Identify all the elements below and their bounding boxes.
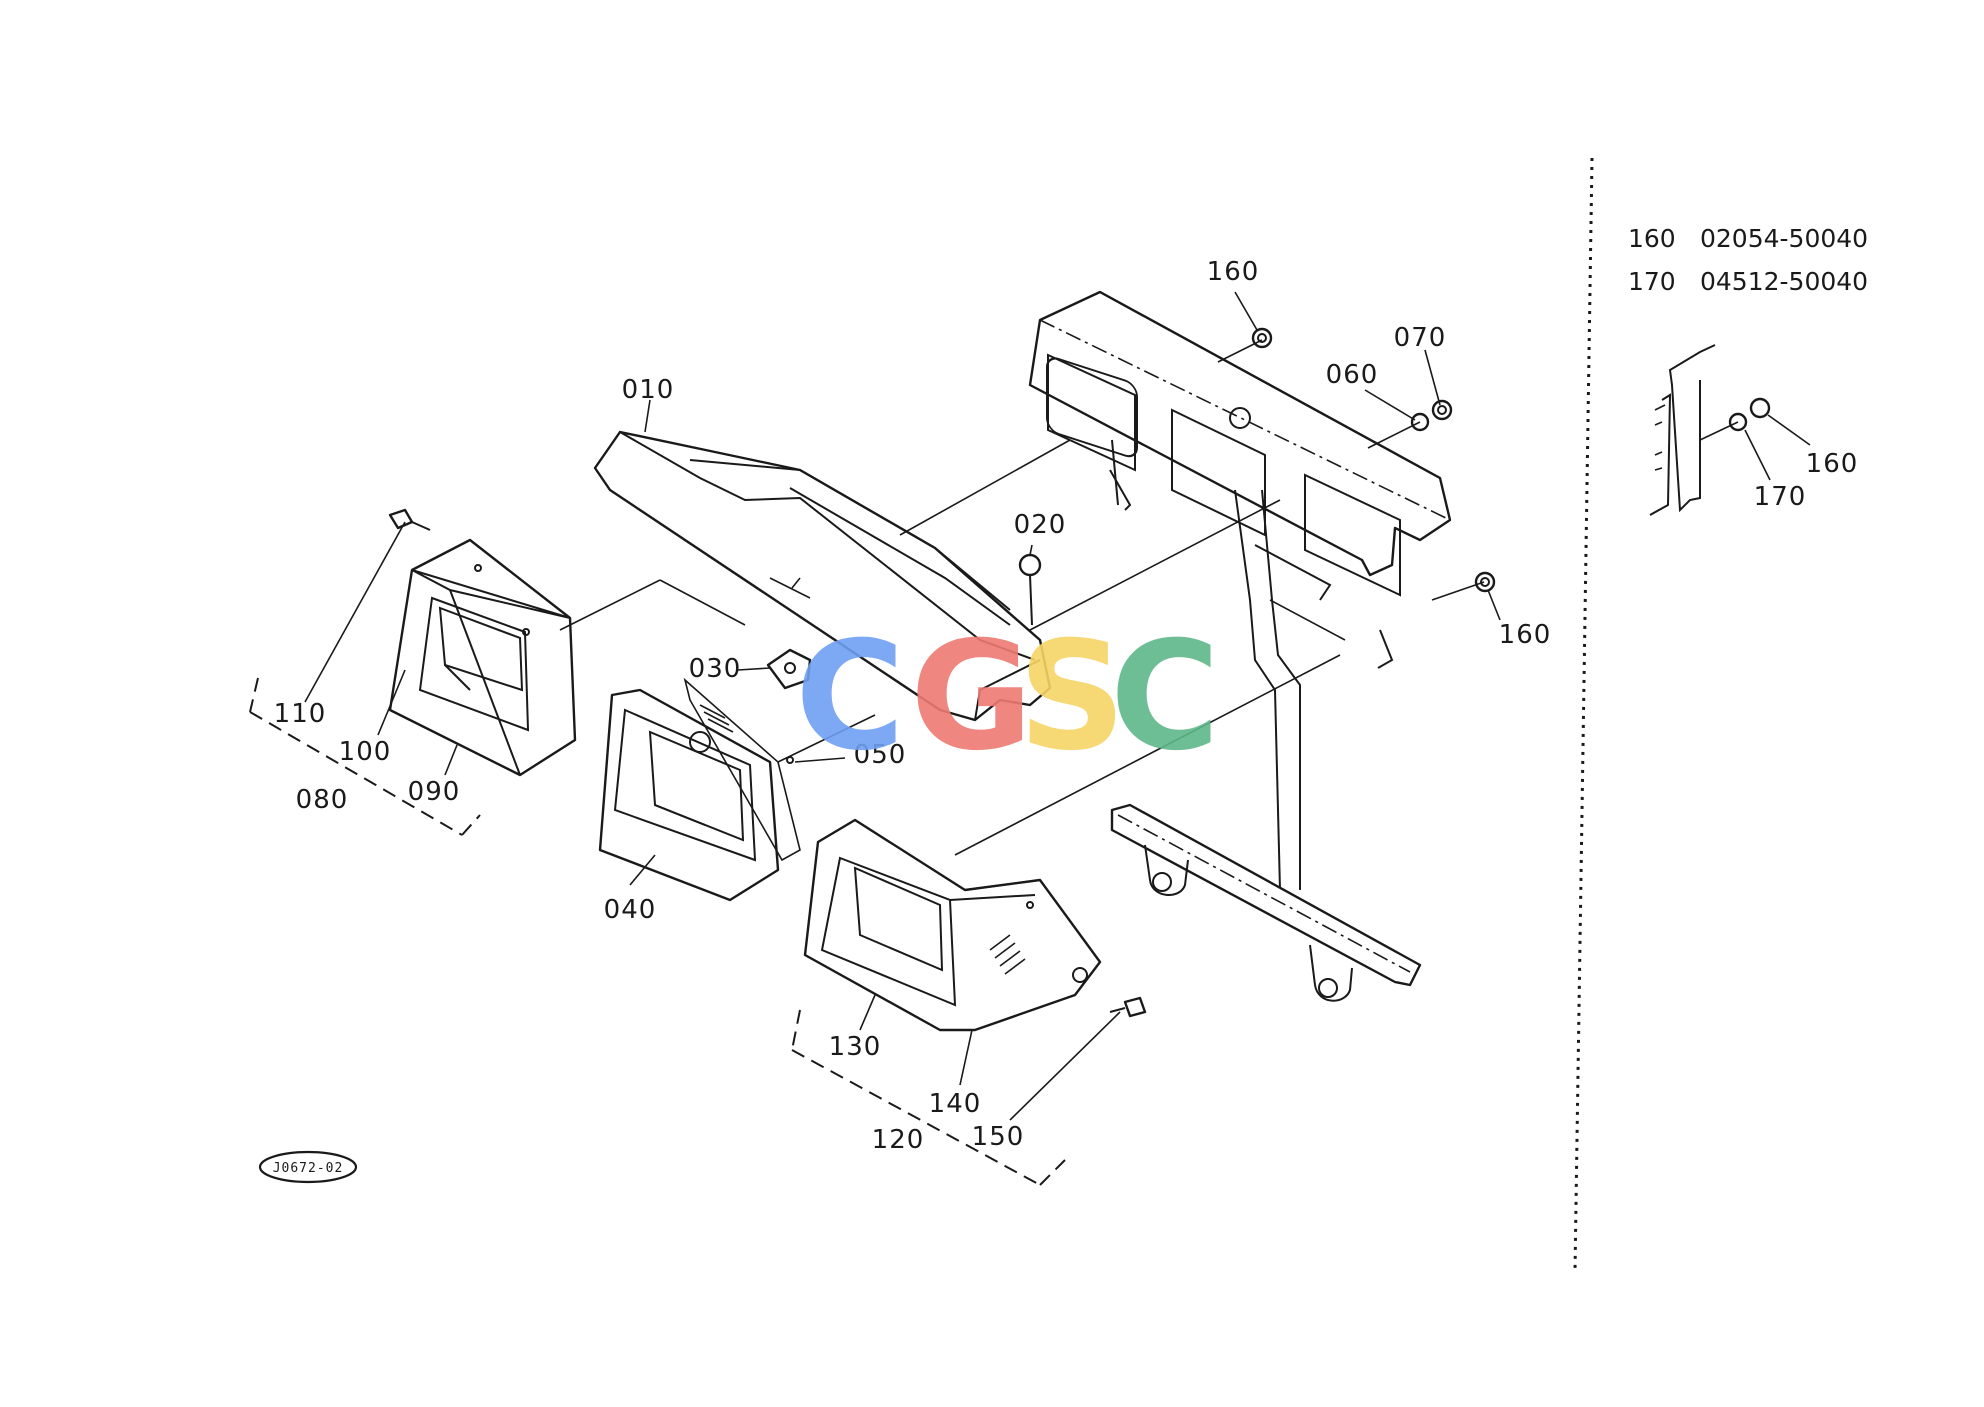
callout-080: 080 xyxy=(296,785,349,815)
callout-070: 070 xyxy=(1394,323,1447,353)
callout-030: 030 xyxy=(689,654,742,684)
callout-010: 010 xyxy=(622,375,675,405)
reference-table: 160 02054-50040 170 04512-50040 xyxy=(1628,224,1868,296)
part-080-left-lamp-housing xyxy=(388,538,577,777)
part-040-center-lamp-housing xyxy=(598,677,801,902)
assembly-lines xyxy=(559,339,1485,856)
leader-lines xyxy=(304,291,1501,1121)
nut-070 xyxy=(1431,399,1453,421)
callout-160-3: 160 xyxy=(1806,449,1859,479)
inset-detail xyxy=(1649,344,1811,516)
callout-090: 090 xyxy=(408,777,461,807)
callout-060: 060 xyxy=(1326,360,1379,390)
callout-160-2: 160 xyxy=(1499,620,1552,650)
watermark-letter-1: C xyxy=(795,610,905,784)
support-pipe xyxy=(1234,489,1301,891)
mounting-frame xyxy=(1028,290,1452,669)
nut-160-right xyxy=(1474,571,1496,593)
callout-150: 150 xyxy=(972,1122,1025,1152)
callout-labels: 010 020 030 040 050 060 070 080 090 100 110 120 130 1… xyxy=(274,257,1859,1155)
callout-050: 050 xyxy=(854,740,907,770)
part-030-clip xyxy=(766,648,812,690)
drawing-code-badge: J0672-02 xyxy=(258,1150,358,1184)
ref-item-160: 160 xyxy=(1628,224,1676,253)
callout-020: 020 xyxy=(1014,510,1067,540)
drawing-code-text: J0672-02 xyxy=(273,1161,344,1176)
callout-130: 130 xyxy=(829,1032,882,1062)
nut-160-upper xyxy=(1251,327,1273,349)
callout-140: 140 xyxy=(929,1089,982,1119)
part-010-upper-panel xyxy=(593,430,1052,722)
callout-040: 040 xyxy=(604,895,657,925)
watermark-letter-3: S xyxy=(1018,610,1126,784)
part-150-screw xyxy=(1109,996,1147,1018)
group-brackets xyxy=(249,677,1066,1186)
inset-divider xyxy=(1573,157,1594,1271)
ref-part-number-170: 04512-50040 xyxy=(1700,267,1868,296)
watermark-letter-4: C xyxy=(1110,610,1220,784)
callout-110: 110 xyxy=(274,699,327,729)
callout-100: 100 xyxy=(339,737,392,767)
watermark-letter-2: G xyxy=(910,610,1033,784)
bottom-bracket xyxy=(1110,803,1422,1002)
part-120-right-lamp-housing xyxy=(803,818,1102,1032)
part-110-screw xyxy=(388,508,431,531)
callout-170: 170 xyxy=(1754,482,1807,512)
callout-120: 120 xyxy=(872,1125,925,1155)
callout-160: 160 xyxy=(1207,257,1260,287)
ref-part-number-160: 02054-50040 xyxy=(1700,224,1868,253)
ref-item-170: 170 xyxy=(1628,267,1676,296)
